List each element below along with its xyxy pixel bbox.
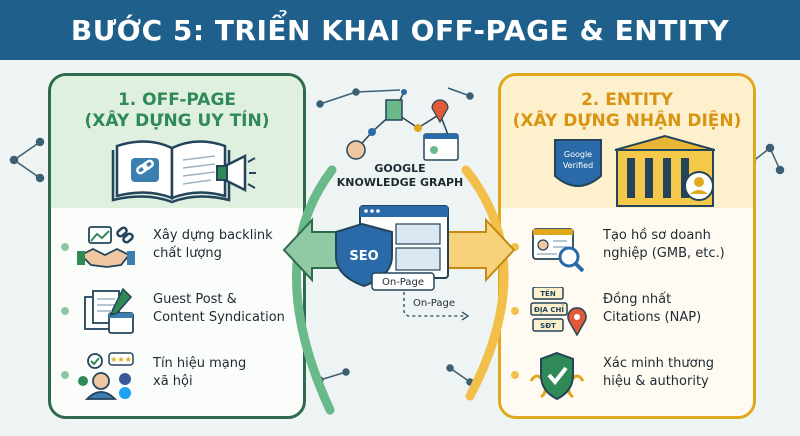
offpage-title-line2: (XÂY DỰNG UY TÍN): [84, 111, 270, 131]
entity-header: 2. ENTITY (XÂY DỰNG NHẬN DIỆN) Google Ve…: [501, 76, 753, 208]
nap-citations-icon: TÊN ĐỊA CHỈ SĐT: [530, 287, 587, 337]
kg-line2: KNOWLEDGE GRAPH: [336, 176, 464, 189]
social-signals-icon: ★★★: [78, 352, 134, 400]
building-verified-icon: Google Verified: [554, 134, 715, 207]
bullet-dot: [61, 371, 69, 379]
nap-phone-label: SĐT: [540, 322, 556, 330]
offpage-item: Xây dựng backlink chất lượng: [51, 218, 303, 278]
item-line1: Đồng nhất: [603, 292, 672, 307]
offpage-item-text: Tín hiệu mạng xã hội: [153, 355, 303, 391]
item-line2: Content Syndication: [153, 310, 285, 325]
bullet-dot: [511, 243, 519, 251]
nap-name-label: TÊN: [540, 289, 556, 298]
entity-title: 2. ENTITY (XÂY DỰNG NHẬN DIỆN): [501, 90, 753, 132]
offpage-panel: 1. OFF-PAGE (XÂY DỰNG UY TÍN): [48, 73, 306, 419]
entity-panel: 2. ENTITY (XÂY DỰNG NHẬN DIỆN) Google Ve…: [498, 73, 756, 419]
entity-title-line1: 2. ENTITY: [581, 90, 673, 110]
page-title: BƯỚC 5: TRIỂN KHAI OFF-PAGE & ENTITY: [70, 13, 730, 47]
entity-item: TÊN ĐỊA CHỈ SĐT Đồng nhất Citations (NAP…: [501, 282, 753, 342]
nap-address-label: ĐỊA CHỈ: [534, 304, 564, 314]
item-line2: chất lượng: [153, 246, 222, 261]
bullet-dot: [61, 307, 69, 315]
entity-title-line2: (XÂY DỰNG NHẬN DIỆN): [512, 111, 742, 131]
entity-item-text: Tạo hồ sơ doanh nghiệp (GMB, etc.): [603, 227, 753, 263]
badge-line2: Verified: [563, 161, 593, 170]
item-line2: nghiệp (GMB, etc.): [603, 246, 725, 261]
offpage-item-text: Guest Post & Content Syndication: [153, 291, 303, 327]
bullet-dot: [511, 307, 519, 315]
entity-item: Xác minh thương hiệu & authority: [501, 346, 753, 406]
title-banner: BƯỚC 5: TRIỂN KHAI OFF-PAGE & ENTITY: [0, 0, 800, 60]
bullet-dot: [511, 371, 519, 379]
item-line1: Xây dựng backlink: [153, 228, 273, 243]
offpage-title: 1. OFF-PAGE (XÂY DỰNG UY TÍN): [51, 90, 303, 132]
entity-item: Tạo hồ sơ doanh nghiệp (GMB, etc.): [501, 218, 753, 278]
item-line2: Citations (NAP): [603, 310, 702, 325]
item-line1: Tạo hồ sơ doanh: [603, 228, 711, 243]
item-line1: Guest Post &: [153, 292, 237, 307]
offpage-header: 1. OFF-PAGE (XÂY DỰNG UY TÍN): [51, 76, 303, 208]
kg-line1: GOOGLE: [374, 162, 426, 175]
item-line1: Tín hiệu mạng: [153, 356, 247, 371]
item-line2: hiệu & authority: [603, 374, 709, 389]
item-line2: xã hội: [153, 374, 193, 389]
knowledge-graph-label: GOOGLE KNOWLEDGE GRAPH: [330, 162, 470, 190]
bullet-dot: [61, 243, 69, 251]
entity-item-text: Xác minh thương hiệu & authority: [603, 355, 753, 391]
business-profile-icon: [532, 228, 585, 273]
offpage-item: ★★★ Tín hiệu mạng xã hội: [51, 346, 303, 406]
item-line1: Xác minh thương: [603, 356, 715, 371]
badge-line1: Google: [564, 150, 592, 159]
document-pen-icon: [84, 287, 134, 334]
verified-shield-icon: [529, 351, 585, 401]
offpage-item: Guest Post & Content Syndication: [51, 282, 303, 342]
handshake-link-icon: [77, 226, 135, 268]
offpage-title-line1: 1. OFF-PAGE: [117, 90, 237, 110]
svg-text:★★★: ★★★: [110, 355, 132, 364]
entity-item-text: Đồng nhất Citations (NAP): [603, 291, 753, 327]
offpage-item-text: Xây dựng backlink chất lượng: [153, 227, 303, 263]
book-megaphone-icon: [111, 140, 256, 204]
